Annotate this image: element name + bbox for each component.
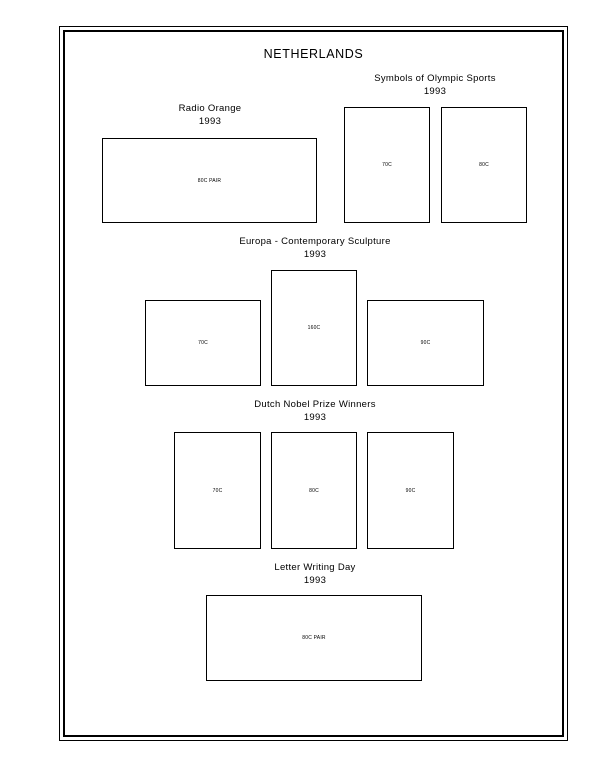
stamp-value-label: 80C	[479, 162, 489, 168]
page-border-outer	[59, 26, 568, 741]
section-title: Europa - Contemporary Sculpture	[239, 236, 391, 247]
stamp-box: 70C	[344, 107, 430, 223]
section-heading-olympic-sports: Symbols of Olympic Sports 1993	[340, 72, 530, 98]
stamp-value-label: 70C	[212, 487, 223, 494]
section-title: Letter Writing Day	[274, 562, 356, 573]
section-heading-nobel: Dutch Nobel Prize Winners 1993	[200, 398, 430, 424]
stamp-box: 80C	[271, 432, 357, 549]
stamp-value-label: 90C	[420, 340, 431, 346]
stamp-value-label: 80C PAIR	[302, 635, 326, 641]
section-heading-letter-writing: Letter Writing Day 1993	[215, 561, 415, 587]
stamp-box: 90C	[367, 432, 454, 549]
section-heading-radio-orange: Radio Orange 1993	[105, 102, 315, 128]
stamp-box: 160C	[271, 270, 357, 386]
section-year: 1993	[198, 116, 222, 127]
stamp-value-label: 160C	[307, 325, 321, 331]
page-title: NETHERLANDS	[263, 47, 364, 61]
stamp-box: 80C	[441, 107, 527, 223]
section-year: 1993	[303, 412, 327, 423]
section-year: 1993	[423, 86, 447, 97]
section-year: 1993	[303, 575, 327, 586]
stamp-value-label: 80C PAIR	[197, 177, 222, 184]
section-title: Symbols of Olympic Sports	[374, 73, 496, 84]
stamp-box: 80C PAIR	[206, 595, 422, 681]
section-year: 1993	[303, 249, 327, 260]
stamp-box: 70C	[145, 300, 261, 386]
section-heading-europa: Europa - Contemporary Sculpture 1993	[180, 235, 450, 261]
section-title: Radio Orange	[178, 103, 242, 114]
stamp-box: 70C	[174, 432, 261, 549]
stamp-value-label: 80C	[309, 487, 319, 494]
stamp-value-label: 70C	[198, 340, 208, 346]
stamp-value-label: 70C	[382, 162, 392, 168]
stamp-value-label: 90C	[405, 487, 416, 494]
stamp-box: 90C	[367, 300, 484, 386]
stamp-box: 80C PAIR	[102, 138, 317, 223]
section-title: Dutch Nobel Prize Winners	[254, 399, 376, 410]
page-border-inner	[63, 30, 564, 737]
